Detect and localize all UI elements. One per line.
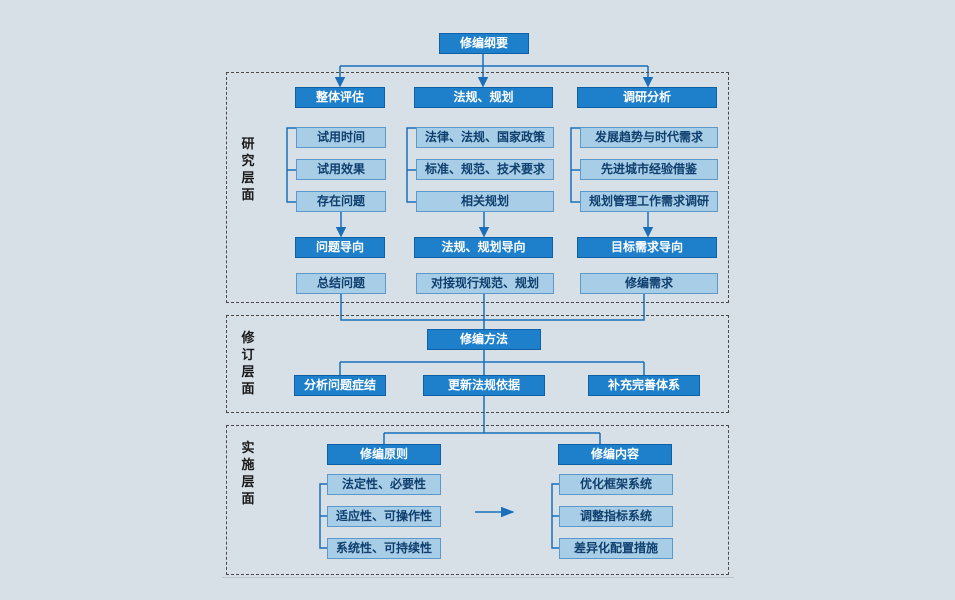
col1-head: 整体评估 [295, 87, 385, 108]
col1-item: 试用效果 [296, 159, 386, 180]
method-head: 修编方法 [427, 329, 541, 350]
implementation-section [226, 425, 729, 575]
principle-item: 系统性、可持续性 [327, 538, 441, 559]
col2-item: 标准、规范、技术要求 [416, 159, 554, 180]
col1-item: 存在问题 [296, 191, 386, 212]
col2-result: 对接现行规范、规划 [416, 273, 554, 294]
col3-item: 发展趋势与时代需求 [580, 127, 718, 148]
col1-guide: 问题导向 [295, 237, 385, 258]
content-item: 差异化配置措施 [559, 538, 673, 559]
col1-result: 总结问题 [296, 273, 386, 294]
col1-item: 试用时间 [296, 127, 386, 148]
revision-label: 修订层面 [241, 331, 255, 397]
method-item: 补充完善体系 [588, 375, 700, 396]
col3-result: 修编需求 [580, 273, 718, 294]
content-item: 优化框架系统 [559, 474, 673, 495]
principle-item: 适应性、可操作性 [327, 506, 441, 527]
footer-divider [222, 577, 734, 578]
col2-item: 相关规划 [416, 191, 554, 212]
outline-title: 修编纲要 [439, 33, 529, 54]
col3-item: 规划管理工作需求调研 [580, 191, 718, 212]
col3-head: 调研分析 [577, 87, 717, 108]
col2-guide: 法规、规划导向 [414, 237, 553, 258]
research-section [226, 72, 729, 303]
principle-head: 修编原则 [327, 444, 441, 465]
method-item: 分析问题症结 [294, 375, 386, 396]
method-item: 更新法规依据 [423, 375, 545, 396]
revision-section [226, 315, 729, 413]
implementation-label: 实施层面 [241, 441, 255, 507]
content-head: 修编内容 [558, 444, 672, 465]
col3-item: 先进城市经验借鉴 [580, 159, 718, 180]
research-label: 研究层面 [241, 137, 255, 203]
col2-head: 法规、规划 [414, 87, 553, 108]
principle-item: 法定性、必要性 [327, 474, 441, 495]
col2-item: 法律、法规、国家政策 [416, 127, 554, 148]
content-item: 调整指标系统 [559, 506, 673, 527]
col3-guide: 目标需求导向 [577, 237, 717, 258]
